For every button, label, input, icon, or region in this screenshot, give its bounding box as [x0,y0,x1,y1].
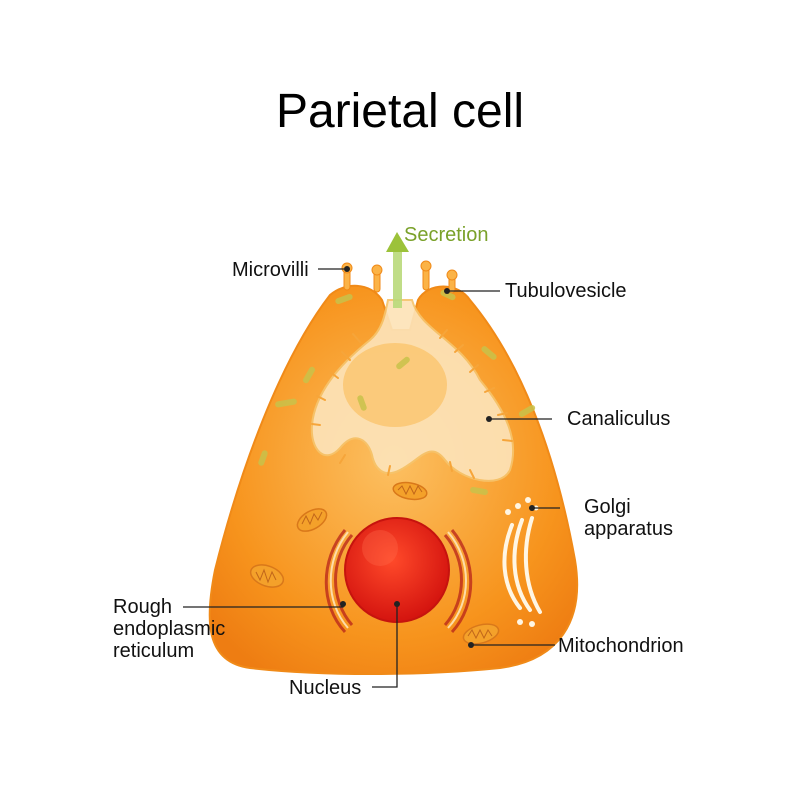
nucleus-highlight [362,530,398,566]
golgi-vesicles [505,497,539,627]
diagram-title: Parietal cell [275,85,525,138]
label-rough-er: Rough endoplasmic reticulum [113,596,225,662]
label-secretion: Secretion [404,224,489,246]
label-rough-er-line2: endoplasmic [113,618,226,640]
rough-er [324,529,473,634]
tubulovesicles [258,289,536,496]
label-golgi: Golgi apparatus [584,496,673,540]
rough-er-light [329,531,467,629]
golgi-apparatus [502,516,542,614]
label-canaliculus: Canaliculus [567,408,671,430]
cell-body [208,284,579,675]
label-mitochondrion: Mitochondrion [558,635,684,657]
label-golgi-line2: apparatus [584,518,673,540]
canaliculus-microvilli [311,329,513,479]
mitochondria-cristae [255,484,493,640]
label-nucleus: Nucleus [289,677,362,699]
label-rough-er-line1: Rough [113,596,172,618]
leader-dots [340,266,535,648]
label-golgi-line1: Golgi [584,496,631,518]
label-microvilli: Microvilli [232,259,309,281]
canaliculus-lobe [343,343,447,427]
label-rough-er-line3: reticulum [113,640,195,662]
secretion-arrow [386,232,409,308]
label-tubulovesicle: Tubulovesicle [505,280,627,302]
